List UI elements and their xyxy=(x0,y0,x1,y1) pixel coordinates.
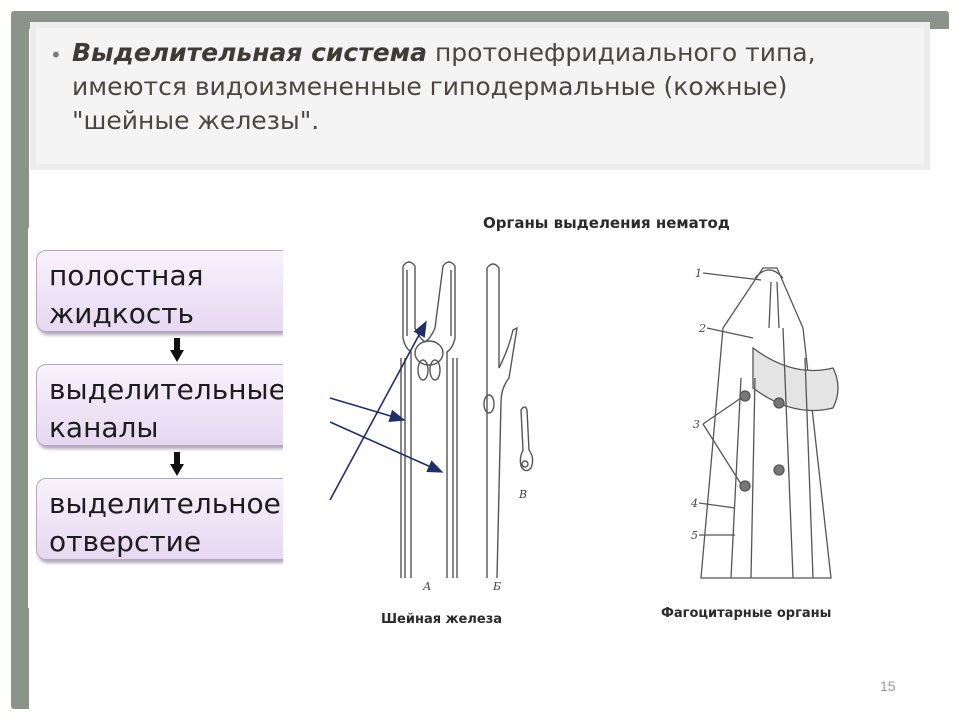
bullet-bold: Выделительная система xyxy=(72,38,428,67)
bullet-text: Выделительная система протонефридиальног… xyxy=(72,36,910,138)
bullet-rest: протонефридиального типа, имеются видоиз… xyxy=(72,38,816,135)
figure-title: Органы выделения нематод xyxy=(483,214,730,232)
number-label-1: 1 xyxy=(695,267,702,280)
flow-box-line: полостная xyxy=(49,259,204,292)
number-label-5: 5 xyxy=(691,529,698,542)
panel-label-c: В xyxy=(518,488,527,501)
page-number: 15 xyxy=(880,678,896,694)
number-label-2: 2 xyxy=(698,322,706,335)
flow-box-excretory-canals: выделительные каналы xyxy=(36,364,322,446)
flow-box-line: каналы xyxy=(49,411,159,444)
number-label-4: 4 xyxy=(690,497,698,510)
flow-box-line: отверстие xyxy=(49,525,202,558)
flow-box-excretory-pore: выделительное отверстие xyxy=(36,478,322,560)
panel-label-a: А xyxy=(422,580,431,593)
cervical-gland-c xyxy=(519,406,534,472)
nematode-excretory-illustration: А Б В 1 2 3 4 5 xyxy=(400,261,839,593)
cervical-gland-b xyxy=(483,263,518,579)
caption-phagocytic-organs: Фагоцитарные органы xyxy=(661,606,832,621)
panel-label-b: Б xyxy=(492,580,501,593)
bullet-dot-icon: • xyxy=(50,43,62,67)
down-arrow-icon xyxy=(170,338,184,362)
flow-box-line: жидкость xyxy=(49,297,195,330)
bullet-item: • Выделительная система протонефридиальн… xyxy=(50,36,910,138)
flow-box-line: выделительные xyxy=(49,373,286,406)
bullet-card: • Выделительная система протонефридиальн… xyxy=(30,22,930,170)
down-arrow-icon xyxy=(170,452,184,476)
phagocytic-organs xyxy=(698,267,839,579)
flow-box-line: выделительное xyxy=(49,487,281,520)
figure-labels: А Б В 1 2 3 4 5 xyxy=(422,267,706,593)
figure-panel: Органы выделения нематод xyxy=(283,178,926,660)
caption-cervical-gland: Шейная железа xyxy=(381,612,503,627)
flow-box-cavity-fluid: полостная жидкость xyxy=(36,250,322,332)
cervical-gland-a xyxy=(400,261,458,578)
number-label-3: 3 xyxy=(693,418,700,431)
